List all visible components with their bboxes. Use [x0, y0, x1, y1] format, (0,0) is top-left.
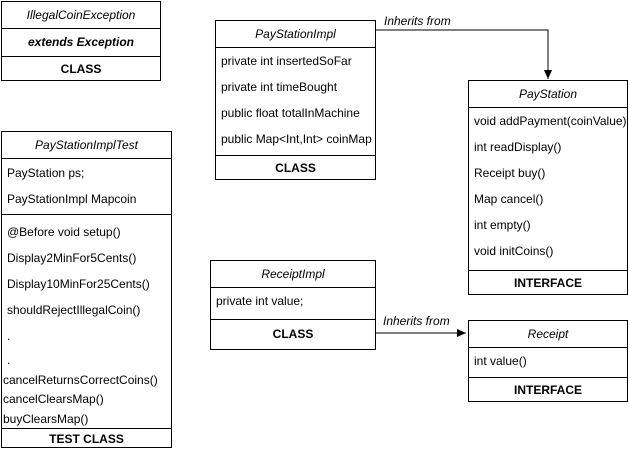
member: public float totalInMachine — [221, 106, 360, 120]
inherits-label-paystation: Inherits from — [384, 14, 451, 28]
method: @Before void setup() — [7, 225, 121, 239]
interface-title: PayStation — [518, 87, 578, 101]
paystation-impl-test-class[interactable]: PayStationImplTest PayStation ps; PaySta… — [1, 131, 172, 448]
method: void initCoins() — [474, 244, 554, 258]
interface-stereotype: INTERFACE — [513, 276, 582, 290]
receipt-interface[interactable]: Receipt int value() INTERFACE — [468, 320, 628, 402]
field: private int value; — [216, 294, 304, 308]
field: PayStationImpl Mapcoin — [7, 192, 137, 206]
method: cancelReturnsCorrectCoins() — [3, 373, 158, 387]
method: Display10MinFor25Cents() — [7, 277, 150, 291]
inherits-arrow-paystation — [376, 29, 552, 79]
field: PayStation ps; — [7, 166, 85, 180]
class-title: ReceiptImpl — [261, 267, 325, 281]
method: Map cancel() — [474, 192, 544, 206]
method-ellipsis: . — [7, 353, 11, 367]
method-ellipsis: . — [7, 329, 11, 343]
class-title: PayStationImplTest — [35, 138, 138, 152]
member: private int insertedSoFar — [221, 54, 352, 68]
method: buyClearsMap() — [3, 412, 89, 426]
interface-title: Receipt — [527, 327, 569, 341]
method: void addPayment(coinValue) — [474, 114, 627, 128]
class-stereotype: TEST CLASS — [49, 431, 124, 446]
class-title: PayStationImpl — [255, 27, 336, 41]
receipt-impl-class[interactable]: ReceiptImpl private int value; CLASS — [210, 260, 376, 350]
method: Display2MinFor5Cents() — [7, 251, 137, 265]
paystation-impl-class[interactable]: PayStationImpl private int insertedSoFar… — [215, 20, 376, 180]
member: public Map<Int,Int> coinMap — [221, 132, 372, 146]
method: shouldRejectIllegalCoin() — [7, 303, 141, 317]
interface-stereotype: INTERFACE — [513, 383, 582, 397]
method: Receipt buy() — [474, 166, 546, 180]
class-title: IllegalCoinException — [26, 8, 136, 22]
method: int value() — [474, 354, 527, 368]
class-stereotype: CLASS — [275, 161, 316, 175]
inherits-label-receipt: Inherits from — [383, 314, 450, 328]
class-stereotype: CLASS — [60, 62, 102, 76]
paystation-interface[interactable]: PayStation void addPayment(coinValue) in… — [468, 80, 628, 295]
illegal-coin-exception-class[interactable]: IllegalCoinException extends Exception C… — [1, 1, 161, 81]
class-stereotype: CLASS — [272, 327, 314, 341]
class-extends: extends Exception — [27, 35, 135, 49]
method: cancelClearsMap() — [3, 392, 104, 406]
member: private int timeBought — [221, 80, 338, 94]
method: int readDisplay() — [474, 140, 562, 154]
method: int empty() — [474, 218, 531, 232]
